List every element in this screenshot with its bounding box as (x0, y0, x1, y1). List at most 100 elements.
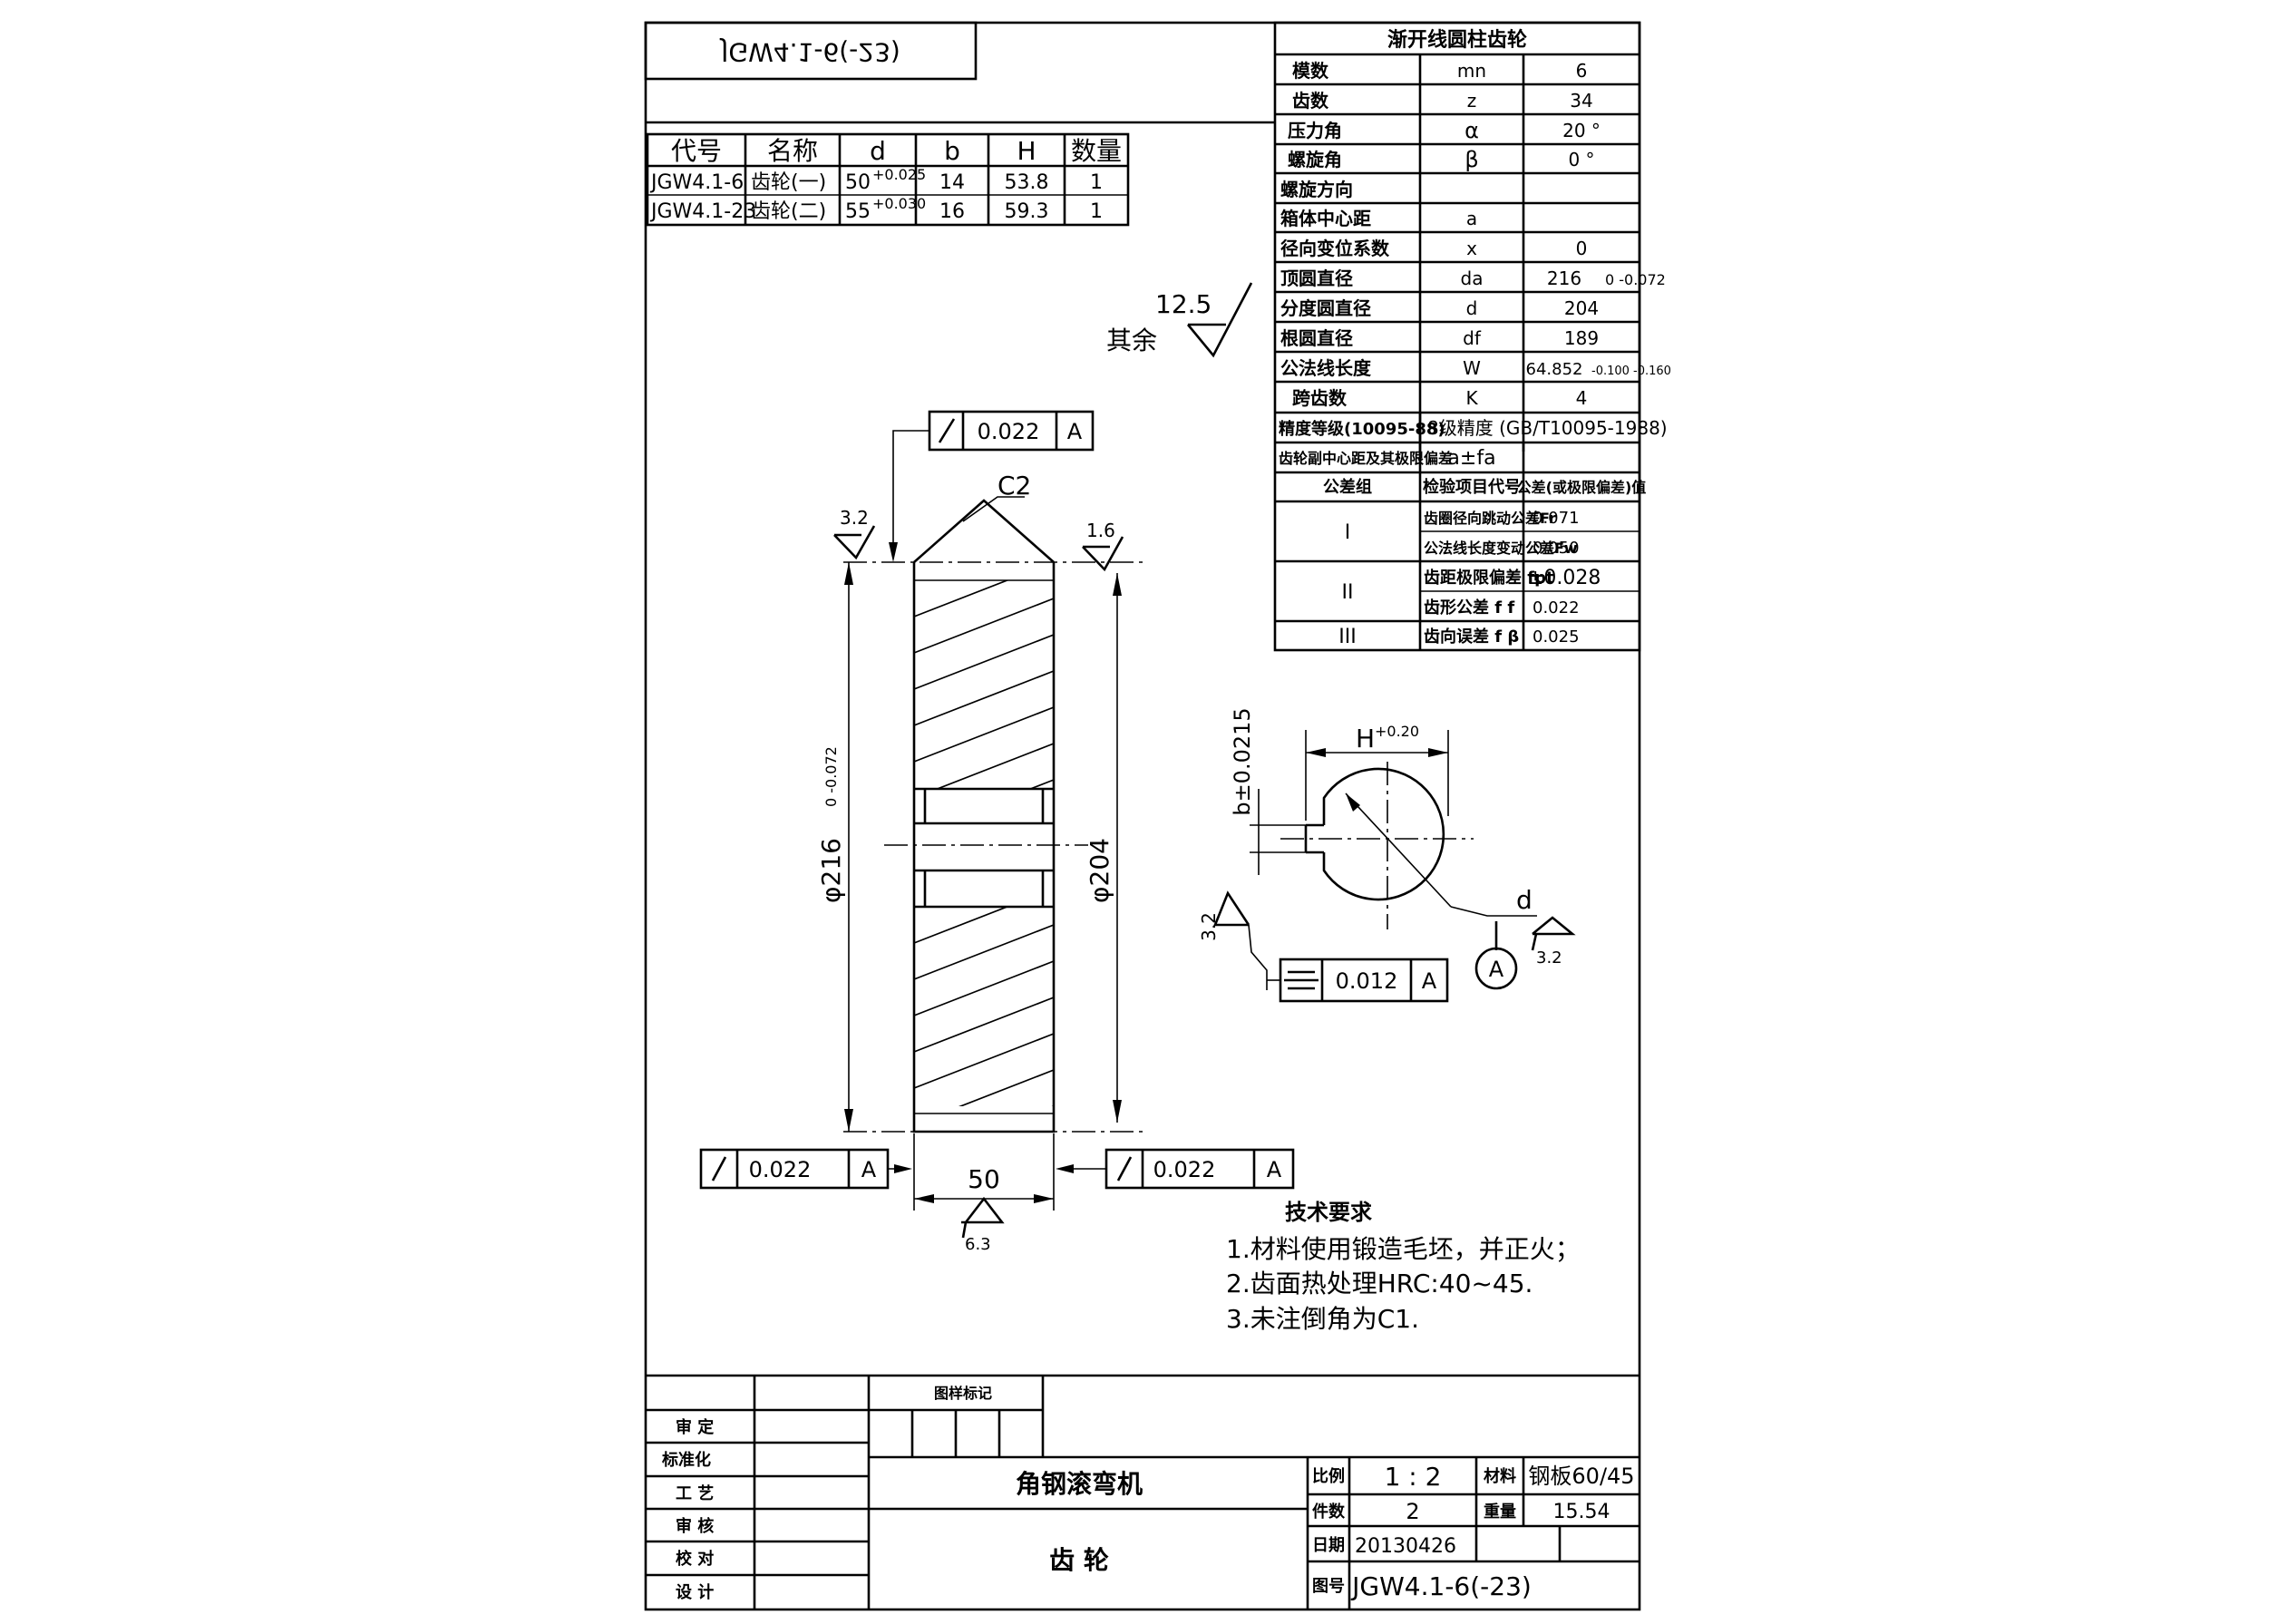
drawing-no-label: 图号 (1312, 1577, 1345, 1596)
remaining-label: 其余 (1106, 326, 1157, 355)
accuracy-label: 精度等级(10095-88) (1279, 419, 1445, 439)
revision-mark-label: 图样标记 (934, 1385, 992, 1402)
gear-param-value: 64.852 (1526, 360, 1583, 379)
gear-params-title: 渐开线圆柱齿轮 (1387, 28, 1527, 52)
runout-bottom-left-datum: A (861, 1157, 877, 1182)
variants-row-d: 55 (845, 200, 871, 223)
variants-row-d-tol: +0.030 (872, 195, 926, 212)
tech-req-item: 3.未注倒角为C1. (1226, 1304, 1419, 1334)
date-value: 20130426 (1355, 1535, 1456, 1558)
gear-param-value: 216 (1547, 267, 1581, 289)
gear-param-label: 径向变位系数 (1280, 238, 1390, 259)
variants-row-code: JGW4.1-6 (649, 171, 744, 194)
gear-param-symbol: da (1461, 267, 1484, 289)
variants-row-qty: 1 (1090, 171, 1103, 194)
runout-bottom-right-value: 0.022 (1153, 1157, 1216, 1182)
variants-row-d-tol: +0.025 (872, 166, 926, 183)
gear-param-label: 箱体中心距 (1280, 208, 1371, 229)
role-label: 审 定 (676, 1417, 714, 1437)
weight-label: 重量 (1484, 1502, 1516, 1522)
technical-requirements: 技术要求 1.材料使用锻造毛坯，并正火； 2.齿面热处理HRC:40~45. 3… (1226, 1200, 1581, 1334)
gear-param-label: 齿数 (1292, 90, 1329, 112)
drawing-no-value: JGW4.1-6(-23) (1350, 1571, 1532, 1601)
date-label: 日期 (1312, 1536, 1345, 1555)
gear-param-symbol: mn (1457, 60, 1486, 82)
tol-item-value: 0.071 (1533, 509, 1580, 528)
tech-req-item: 1.材料使用锻造毛坯，并正火； (1226, 1234, 1581, 1264)
dim-tip-diameter: φ216 (816, 838, 846, 903)
chamfer-label: C2 (997, 471, 1031, 501)
roughness-bottom: 6.3 (965, 1235, 991, 1254)
gear-param-symbol: W (1463, 357, 1481, 379)
tol-header-item: 检验项目代号 (1423, 477, 1521, 497)
roughness-symbol (1186, 282, 1253, 358)
runout-frame-bottom-right: 0.022 A (1056, 1148, 1295, 1190)
scale-label: 比例 (1312, 1466, 1345, 1486)
role-label: 工 艺 (676, 1483, 714, 1503)
variants-row-h: 59.3 (1005, 200, 1049, 223)
dim-hub-h-tol: +0.20 (1375, 723, 1419, 740)
variants-header-qty: 数量 (1071, 136, 1122, 166)
gear-section-view: φ216 0 -0.072 φ204 C2 3.2 1.6 0.022 A (699, 410, 1295, 1254)
gear-param-value: 204 (1564, 297, 1599, 319)
keyway-detail-view: H +0.20 b±0.0215 d 3.2 3.2 A (1198, 707, 1576, 1003)
sheet-border (644, 21, 1641, 1611)
variants-row-d: 50 (845, 171, 871, 194)
tol-group-label: II (1342, 581, 1354, 604)
gear-param-value: 6 (1576, 60, 1588, 82)
tol-item-name: 齿形公差 f f (1424, 598, 1514, 618)
tol-header-group: 公差组 (1323, 477, 1372, 497)
role-label: 设 计 (676, 1582, 714, 1602)
variants-row-code: JGW4.1-23 (649, 200, 756, 223)
dim-bore-d: d (1516, 885, 1533, 915)
role-label: 标准化 (661, 1450, 711, 1470)
runout-bottom-right-datum: A (1267, 1157, 1282, 1182)
gear-param-label: 分度圆直径 (1280, 297, 1371, 319)
roughness-top-right: 1.6 (1086, 520, 1115, 541)
variants-row-b: 16 (939, 200, 965, 223)
gear-param-label: 压力角 (1288, 120, 1342, 141)
scale-value: 1 : 2 (1385, 1462, 1442, 1492)
variants-header-code: 代号 (671, 136, 722, 166)
tol-group-label: I (1345, 521, 1351, 544)
runout-bottom-left-value: 0.022 (749, 1157, 812, 1182)
role-label: 审 核 (676, 1516, 714, 1536)
tol-item-value: 0.025 (1533, 627, 1580, 647)
datum-a-label: A (1489, 957, 1504, 982)
gear-param-extra: -0.100 -0.160 (1591, 365, 1671, 378)
section-hatching-top (914, 580, 1054, 789)
tol-group-label: III (1338, 626, 1356, 648)
gear-param-symbol: d (1466, 297, 1478, 319)
material-label: 材料 (1484, 1466, 1516, 1486)
gear-param-symbol: z (1467, 90, 1477, 112)
gear-param-symbol: α (1464, 118, 1479, 143)
variants-row-h: 53.8 (1005, 171, 1049, 194)
dim-hub-h: H (1356, 724, 1375, 754)
dim-keyway-b: b±0.0215 (1230, 707, 1255, 815)
count-value: 2 (1406, 1499, 1419, 1524)
section-hatching-bottom (914, 907, 1054, 1106)
variants-row-name: 齿轮(一) (751, 171, 826, 194)
tol-item-value: ±0.028 (1527, 567, 1601, 589)
roughness-hub-right: 3.2 (1536, 948, 1562, 968)
remaining-roughness-value: 12.5 (1155, 289, 1211, 319)
variants-header-name: 名称 (767, 136, 818, 166)
dim-pitch-diameter: φ204 (1085, 838, 1114, 903)
gear-param-value: 189 (1564, 327, 1599, 349)
variants-row-qty: 1 (1090, 200, 1103, 223)
tol-item-name: 公法线长度变动公差Fw (1424, 540, 1578, 557)
runout-top-datum: A (1067, 419, 1083, 444)
variants-header-h: H (1017, 136, 1036, 166)
gear-param-value: 4 (1576, 387, 1588, 409)
tech-req-item: 2.齿面热处理HRC:40~45. (1226, 1269, 1533, 1298)
runout-frame-bottom-left: 0.022 A (699, 1148, 912, 1190)
gear-param-label: 公法线长度 (1280, 357, 1372, 379)
dim-tip-diameter-tol: 0 -0.072 (822, 746, 840, 807)
role-label: 校 对 (676, 1549, 714, 1569)
tol-item-name: 齿圈径向跳动公差Fr (1424, 510, 1556, 527)
gear-param-symbol: a (1466, 208, 1477, 229)
gear-param-symbol: β (1464, 147, 1478, 172)
gear-param-label: 螺旋方向 (1280, 179, 1353, 200)
mirrored-drawing-number: JGW4.1-6(-23) (719, 37, 900, 67)
weight-value: 15.54 (1553, 1501, 1610, 1523)
